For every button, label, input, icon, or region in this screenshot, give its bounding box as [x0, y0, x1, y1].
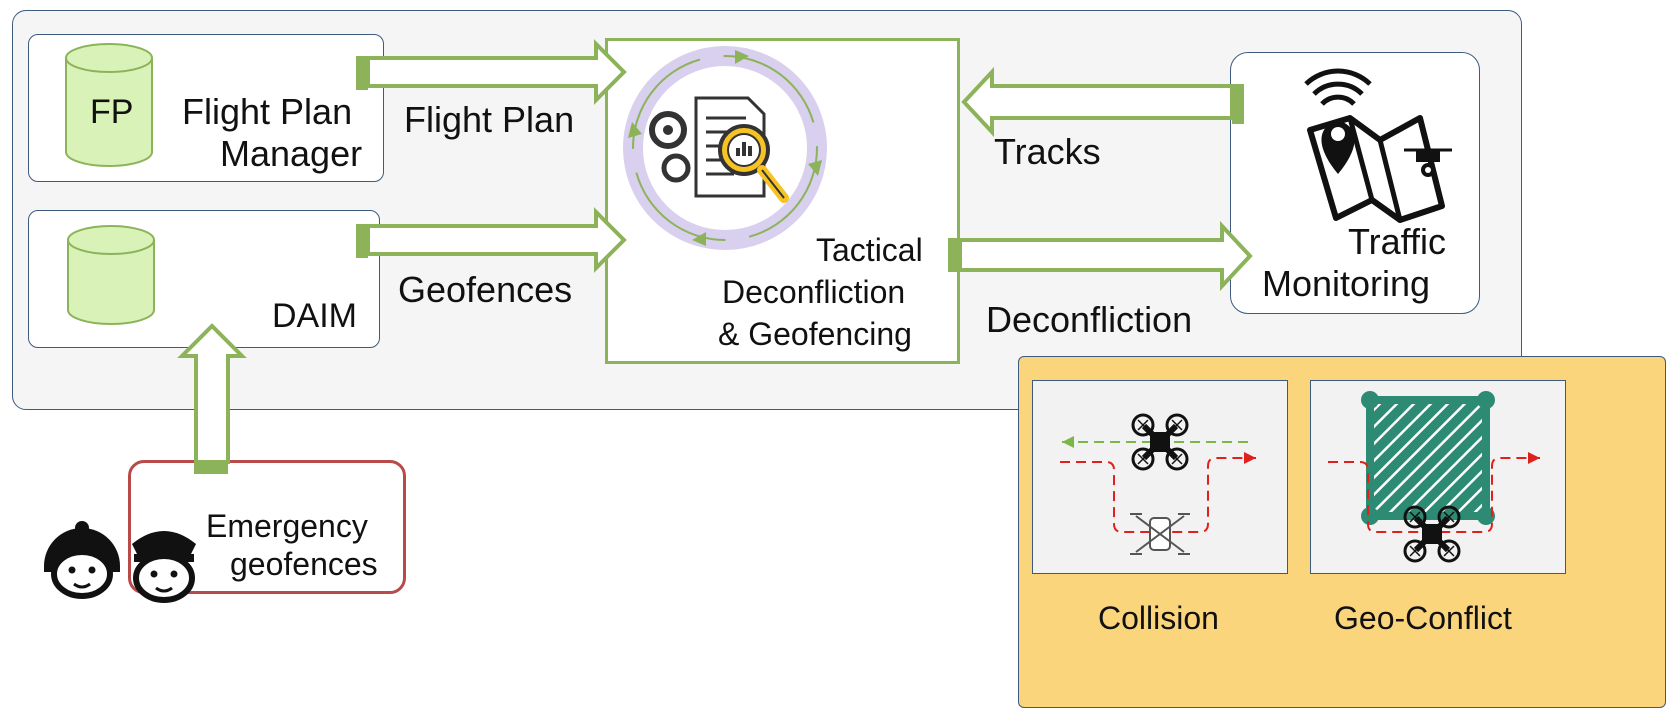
deconfliction-cycle-icon — [623, 46, 827, 250]
deconfliction-arrow — [948, 220, 1253, 292]
tracks-arrow — [961, 66, 1244, 138]
flight-plan-arrow-label: Flight Plan — [404, 99, 575, 140]
tactical-title-line1: Tactical — [816, 232, 923, 268]
flight-plan-database-icon — [65, 43, 153, 167]
traffic-monitoring-title-line2: Monitoring — [1262, 263, 1431, 304]
daim-title: DAIM — [272, 297, 357, 335]
traffic-map-icon — [1304, 68, 1452, 223]
deconfliction-arrow-label: Deconfliction — [986, 299, 1193, 340]
flight-plan-arrow — [356, 39, 627, 105]
emergency-geofences-box — [128, 460, 406, 594]
firefighter-icon — [44, 521, 120, 599]
emergency-up-arrow — [177, 323, 247, 474]
emergency-title-line2: geofences — [230, 546, 378, 582]
geofences-arrow-label: Geofences — [398, 269, 573, 310]
fp-database-label: FP — [90, 93, 134, 131]
geo-conflict-label: Geo-Conflict — [1334, 600, 1512, 636]
tracks-arrow-label: Tracks — [994, 131, 1101, 172]
geofences-arrow — [356, 207, 627, 273]
flight-plan-manager-title-line1: Flight Plan — [182, 91, 353, 132]
tactical-title-line2: Deconfliction — [722, 274, 906, 310]
traffic-monitoring-title-line1: Traffic — [1348, 221, 1447, 262]
geo-conflict-illustration — [1328, 391, 1540, 561]
emergency-title-line1: Emergency — [206, 508, 368, 544]
tactical-title-line3: & Geofencing — [718, 316, 912, 352]
flight-plan-manager-title-line2: Manager — [220, 133, 363, 174]
collision-illustration — [1060, 415, 1256, 555]
police-officer-icon — [132, 531, 196, 603]
collision-label: Collision — [1098, 600, 1219, 636]
daim-database-icon — [67, 225, 155, 325]
